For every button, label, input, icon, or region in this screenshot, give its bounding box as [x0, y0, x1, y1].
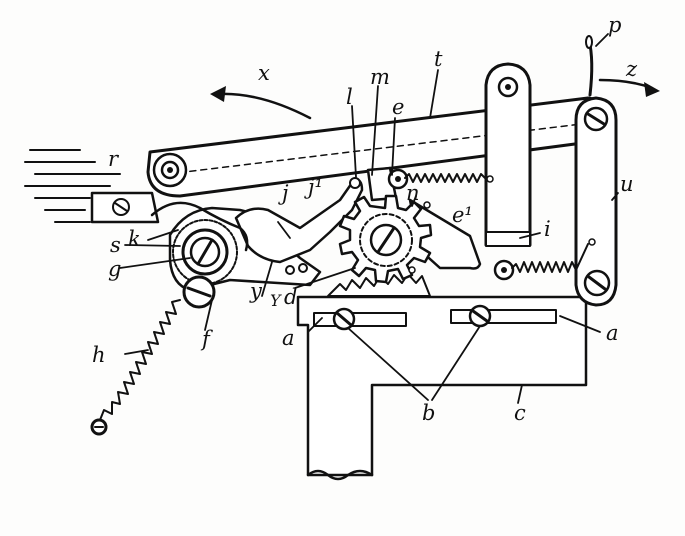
label-h: h	[92, 343, 106, 367]
spring-h	[99, 299, 181, 421]
link-u-bottom-screw	[583, 269, 611, 297]
label-l: l	[346, 85, 353, 109]
ratchet-gear	[338, 194, 433, 284]
slot-left	[313, 312, 407, 327]
label-b: b	[422, 401, 435, 425]
link-u-top-screw	[583, 106, 609, 132]
label-e1: e¹	[452, 203, 473, 227]
label-m: m	[370, 65, 390, 89]
label-c: c	[514, 401, 526, 425]
label-y: y	[249, 279, 263, 303]
plate-pivot	[497, 76, 519, 98]
label-i: i	[544, 217, 551, 241]
break-line	[306, 469, 374, 481]
label-u: u	[620, 172, 634, 196]
label-e: e	[392, 95, 404, 119]
spring-upper	[387, 168, 494, 190]
label-s: s	[110, 233, 121, 257]
link-u	[574, 96, 618, 307]
pivot-f-screw	[182, 275, 216, 309]
motion-hatching	[24, 149, 121, 223]
wire-k	[150, 201, 249, 252]
pin-l	[349, 177, 361, 189]
label-x: x	[258, 61, 270, 85]
lever-t-dashline	[167, 121, 599, 175]
arrow-x	[210, 86, 312, 120]
label-a-right: a	[606, 321, 619, 345]
screw-b-right	[468, 304, 492, 328]
label-g: g	[108, 257, 121, 281]
label-p: p	[608, 13, 621, 37]
pin-y1	[285, 265, 295, 275]
slot-right	[450, 309, 557, 324]
label-j: j	[278, 181, 289, 205]
pivot-r	[152, 152, 188, 188]
arrow-z	[598, 78, 660, 97]
label-r: r	[108, 147, 120, 171]
label-j1: j¹	[304, 175, 323, 199]
leader-lines	[119, 33, 619, 404]
pivot-g	[172, 219, 238, 285]
label-Y: Y	[270, 291, 282, 310]
spring-i	[493, 238, 596, 281]
label-d: d	[284, 285, 297, 309]
label-f: f	[200, 327, 213, 351]
pin-y2	[298, 263, 308, 273]
label-t: t	[434, 47, 443, 71]
pin-p-head	[585, 35, 593, 49]
plate-step	[485, 231, 531, 247]
label-k: k	[128, 227, 141, 251]
label-n: n	[406, 181, 420, 205]
vertical-plate	[484, 62, 532, 247]
screw-b-left	[332, 307, 356, 331]
label-a-left: a	[282, 326, 295, 350]
bracket-screw	[112, 198, 130, 216]
label-z: z	[625, 57, 638, 81]
